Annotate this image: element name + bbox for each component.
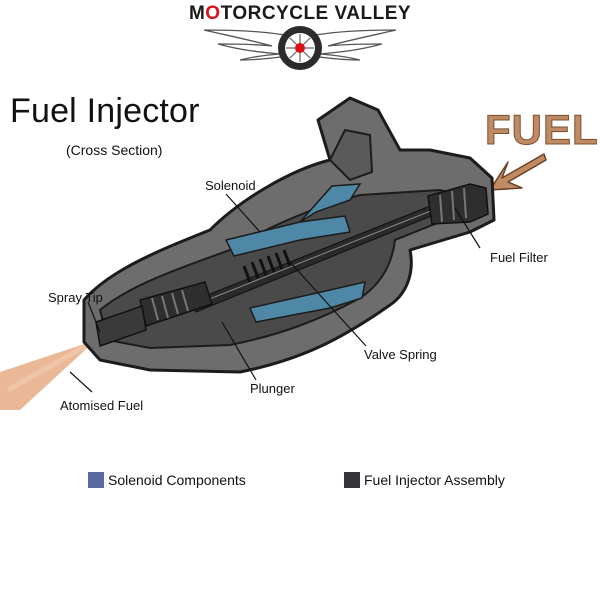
label-leaders <box>69 193 481 393</box>
fuel-arrow <box>489 153 547 191</box>
valve-spring-coils <box>242 249 292 283</box>
label-fuel-filter: Fuel Filter <box>490 250 548 265</box>
brand-logo-emblem <box>203 26 397 70</box>
injector-cross-section <box>0 96 496 410</box>
label-spray-tip: Spray Tip <box>48 290 103 305</box>
fuel-label: FUEL <box>485 106 599 154</box>
spray-tip <box>95 304 147 348</box>
page-title: Fuel Injector <box>10 92 200 130</box>
label-plunger: Plunger <box>250 381 295 396</box>
legend-swatch-assembly <box>344 472 360 488</box>
fuel-filter <box>427 183 489 225</box>
brand-logo-text: MOTORCYCLE VALLEY <box>188 3 412 24</box>
legend-swatch-solenoid <box>88 472 104 488</box>
legend-label-assembly: Fuel Injector Assembly <box>364 472 505 488</box>
label-solenoid: Solenoid <box>205 178 256 193</box>
atomised-fuel-spray <box>0 340 96 410</box>
legend-injector-assembly: Fuel Injector Assembly <box>344 472 505 488</box>
solenoid-lower <box>248 281 366 323</box>
label-atomised-fuel: Atomised Fuel <box>60 398 144 413</box>
page-subtitle: (Cross Section) <box>66 142 163 158</box>
legend-solenoid-components: Solenoid Components <box>88 472 246 488</box>
label-valve-spring: Valve Spring <box>364 347 437 362</box>
legend-label-solenoid: Solenoid Components <box>108 472 246 488</box>
